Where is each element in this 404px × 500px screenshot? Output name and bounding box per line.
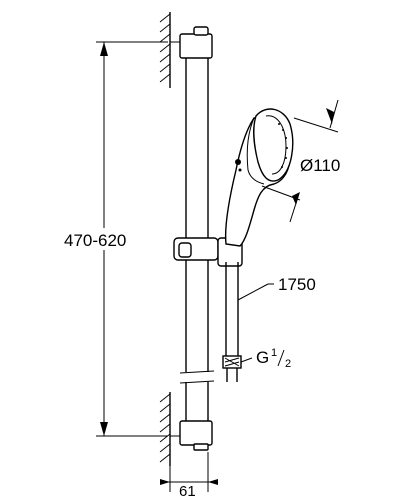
bottom-wall-mount [159,392,213,466]
spray-nozzles [278,123,288,168]
hose-length-dimension: 1750 [237,275,316,301]
thread-denominator: 2 [285,358,291,370]
top-wall-mount [159,12,213,88]
hand-shower [224,108,294,247]
rail-height-dimension: 470-620 [62,41,168,437]
shower-rail [179,58,215,422]
wall-offset-dimension: 61 [160,452,218,500]
hose-length-label: 1750 [278,275,316,294]
head-diameter-dimension: Ø110 [261,99,340,223]
thread-dimension: G 1 2 [240,347,291,370]
head-diameter-label: Ø110 [300,156,340,175]
shower-hose [222,262,242,382]
thread-prefix: G [256,348,269,367]
wall-offset-label: 61 [179,483,196,500]
rail-height-label: 470-620 [64,231,126,250]
thread-numerator: 1 [271,347,277,359]
